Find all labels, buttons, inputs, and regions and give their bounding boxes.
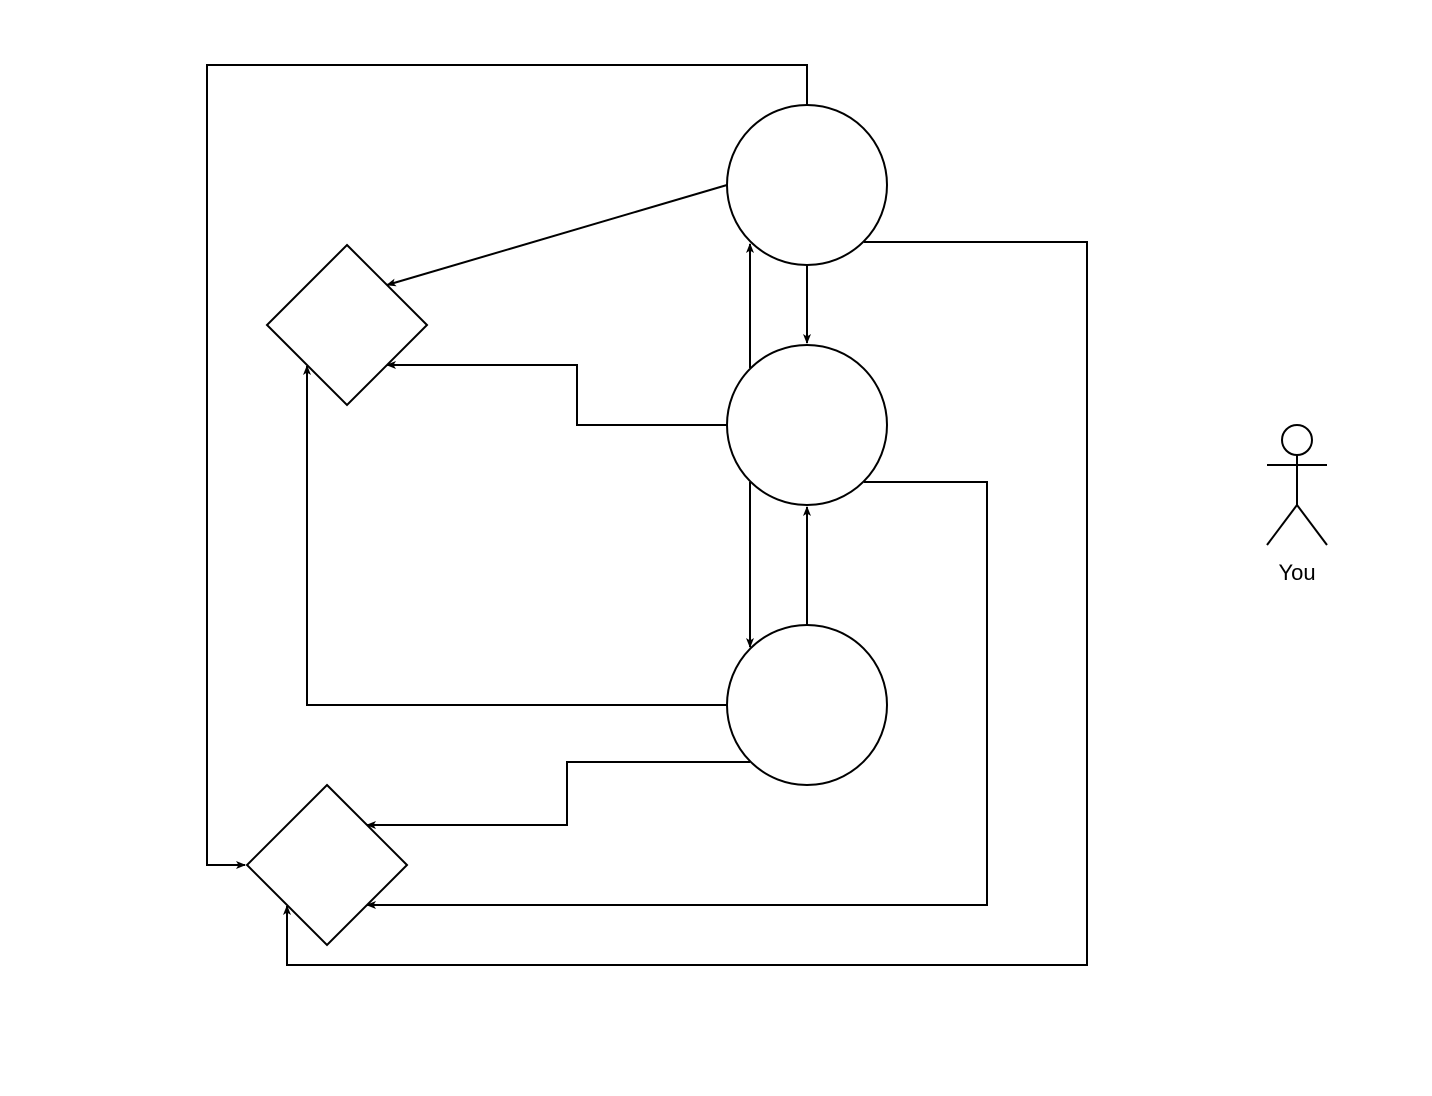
- edges: [206, 64, 1088, 966]
- edge-bottom-circle-to-upper-diamond[interactable]: [303, 365, 727, 706]
- edge-top-circle-to-lower-diamond-left[interactable]: [206, 64, 808, 869]
- diamond-node-upper[interactable]: [265, 243, 429, 407]
- edge-middle-circle-to-lower-diamond[interactable]: [366, 481, 988, 909]
- circle-node-top[interactable]: [726, 104, 888, 266]
- edge-middle-circle-to-upper-diamond[interactable]: [386, 361, 727, 426]
- edge-bottom-circle-to-lower-diamond[interactable]: [366, 761, 750, 829]
- actor-label: You: [1278, 560, 1315, 585]
- nodes: [245, 104, 888, 947]
- diamond-node-lower[interactable]: [245, 783, 409, 947]
- circle-node-bottom[interactable]: [726, 624, 888, 786]
- stick-figure-icon: [1266, 424, 1328, 546]
- edge-top-circle-to-lower-diamond-bottom[interactable]: [283, 241, 1088, 966]
- actor[interactable]: You: [1266, 424, 1328, 585]
- circle-node-middle[interactable]: [726, 344, 888, 506]
- edge-top-circle-to-upper-diamond[interactable]: [386, 184, 728, 287]
